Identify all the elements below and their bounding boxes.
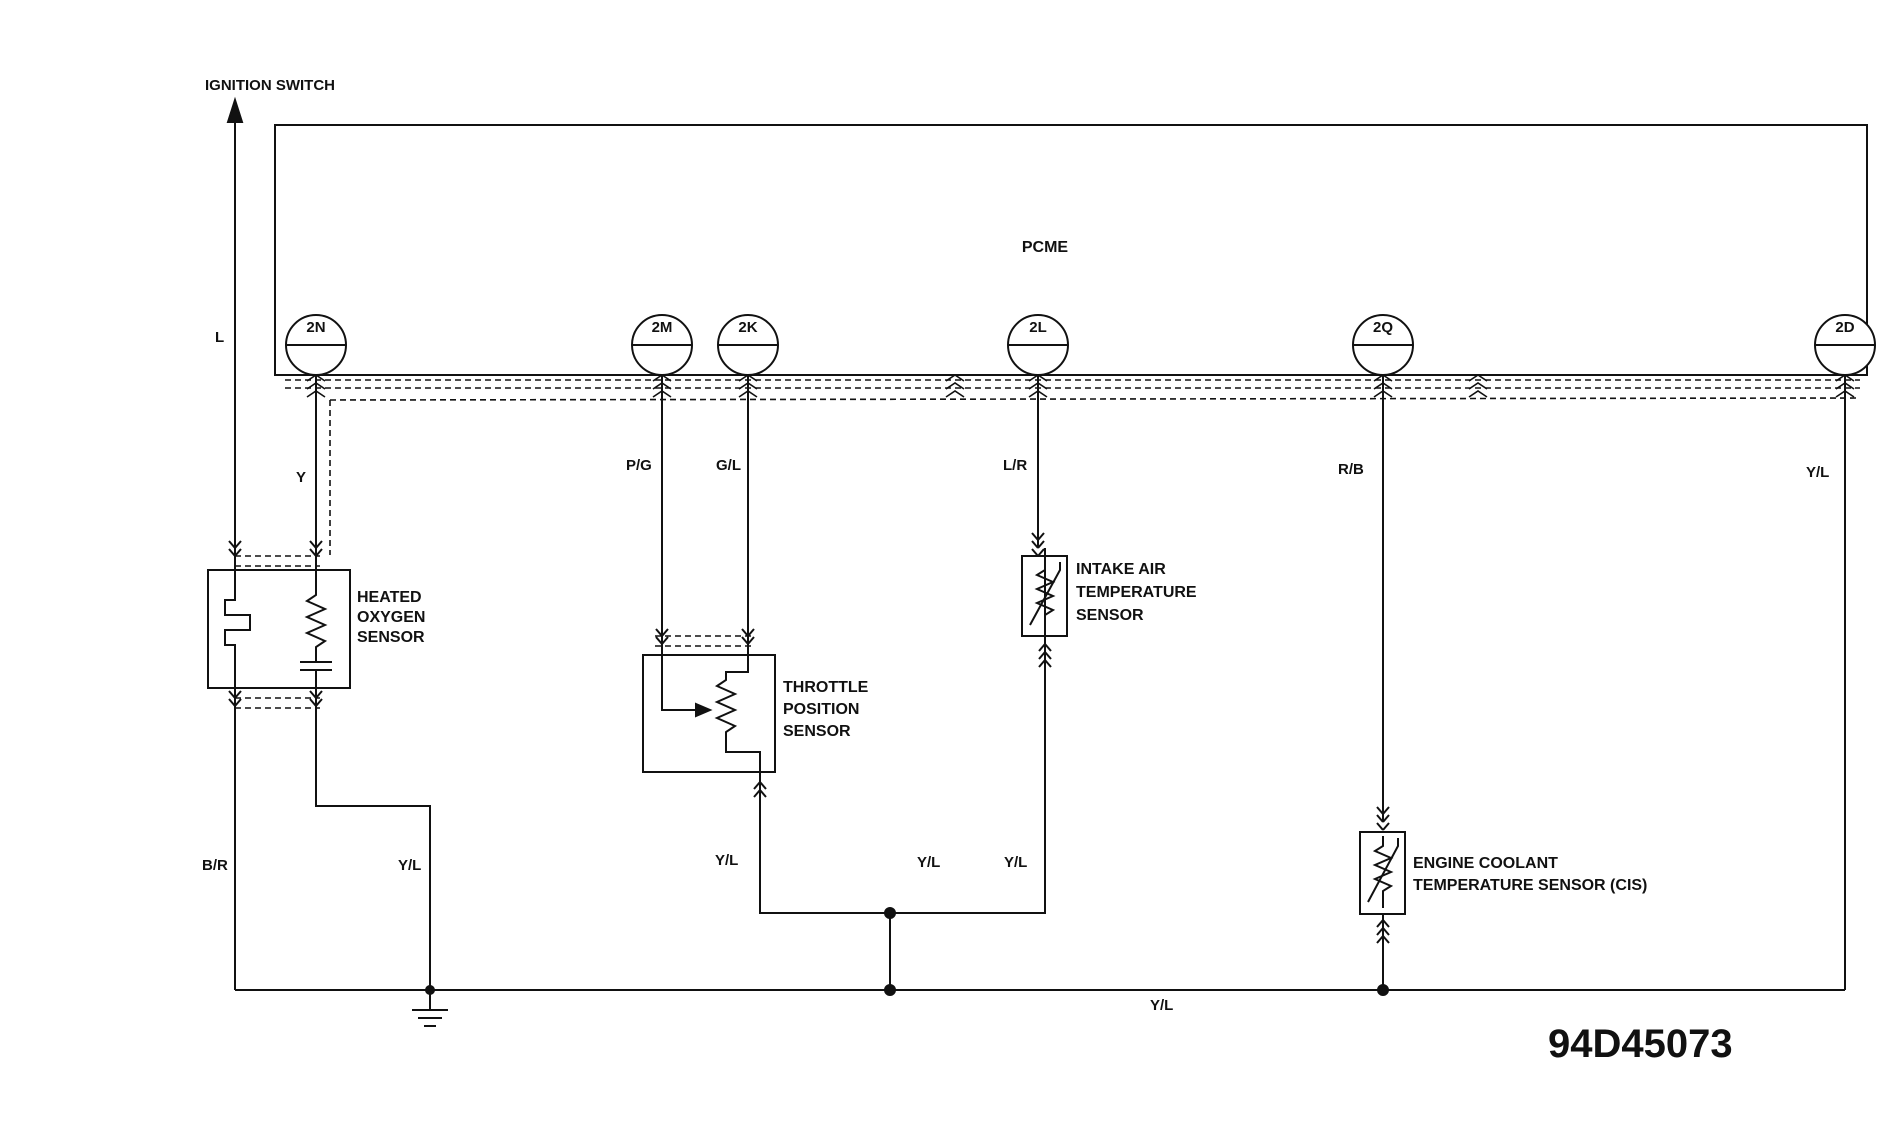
terminal-2m-label: 2M bbox=[652, 319, 673, 336]
throttle-position-sensor bbox=[642, 628, 776, 798]
pcme-module-box bbox=[274, 124, 1868, 376]
wire-o2-return bbox=[315, 688, 431, 1010]
tps-resistor-icon bbox=[714, 655, 761, 772]
junction-dot bbox=[1377, 984, 1389, 996]
terminal-2q-label: 2Q bbox=[1373, 319, 1393, 336]
oxygen-sensor-label-line1: HEATED bbox=[357, 589, 422, 606]
junction-dot bbox=[884, 984, 896, 996]
wire-color-iat-signal: L/R bbox=[1003, 457, 1027, 474]
junction-dot bbox=[884, 907, 896, 919]
wire-color-iat-return: Y/L bbox=[1004, 854, 1027, 871]
wire-color-o2-heater-ground: B/R bbox=[202, 857, 228, 874]
tps-wiper-arrow-icon bbox=[695, 702, 713, 718]
wire-color-return-right: Y/L bbox=[1806, 464, 1829, 481]
wire-color-ect-signal: R/B bbox=[1338, 461, 1364, 478]
iat-label-line2: TEMPERATURE bbox=[1076, 584, 1197, 601]
figure-code: 94D45073 bbox=[1548, 1022, 1733, 1066]
wire-color-ign: L bbox=[215, 329, 224, 346]
wire-color-tps-return: Y/L bbox=[715, 852, 738, 869]
oxygen-heater-element bbox=[224, 570, 251, 688]
iat-label-line1: INTAKE AIR bbox=[1076, 561, 1166, 578]
wire-color-tps-ref: P/G bbox=[626, 457, 652, 474]
oxygen-resistor-icon bbox=[304, 570, 328, 662]
wire-color-o2-signal: Y bbox=[296, 469, 306, 486]
wire-color-tps-signal: G/L bbox=[716, 457, 741, 474]
ect-label-line1: ENGINE COOLANT bbox=[1413, 855, 1558, 872]
tps-label-line2: POSITION bbox=[783, 701, 859, 718]
tps-label-line1: THROTTLE bbox=[783, 679, 869, 696]
tps-label-line3: SENSOR bbox=[783, 723, 851, 740]
wire-color-junction-return: Y/L bbox=[917, 854, 940, 871]
thermistor-arrow-icon bbox=[1029, 562, 1061, 626]
module-label: PCME bbox=[1022, 239, 1069, 256]
wire-color-o2-return: Y/L bbox=[398, 857, 421, 874]
thermistor-arrow-icon bbox=[1367, 838, 1399, 903]
ect-label-line2: TEMPERATURE SENSOR (CIS) bbox=[1413, 877, 1647, 894]
heated-oxygen-sensor bbox=[207, 540, 351, 707]
oxygen-sensor-label-line3: SENSOR bbox=[357, 629, 425, 646]
terminal-2d-label: 2D bbox=[1835, 319, 1854, 336]
terminal-2n-label: 2N bbox=[306, 319, 325, 336]
terminal-2k-label: 2K bbox=[738, 319, 757, 336]
wire-color-bottom-bus: Y/L bbox=[1150, 997, 1173, 1014]
tps-wiper-line bbox=[661, 655, 700, 711]
harness-connectors bbox=[306, 374, 1855, 398]
intake-air-temperature-sensor bbox=[1021, 532, 1068, 668]
terminal-2l-label: 2L bbox=[1029, 319, 1047, 336]
ignition-arrow-icon bbox=[226, 96, 244, 123]
ignition-switch-label: IGNITION SWITCH bbox=[205, 77, 335, 94]
iat-label-line3: SENSOR bbox=[1076, 607, 1144, 624]
wire-tps-iat-return bbox=[759, 548, 1046, 914]
oxygen-sensor-label-line2: OXYGEN bbox=[357, 609, 425, 626]
shield-harness bbox=[235, 379, 1861, 709]
